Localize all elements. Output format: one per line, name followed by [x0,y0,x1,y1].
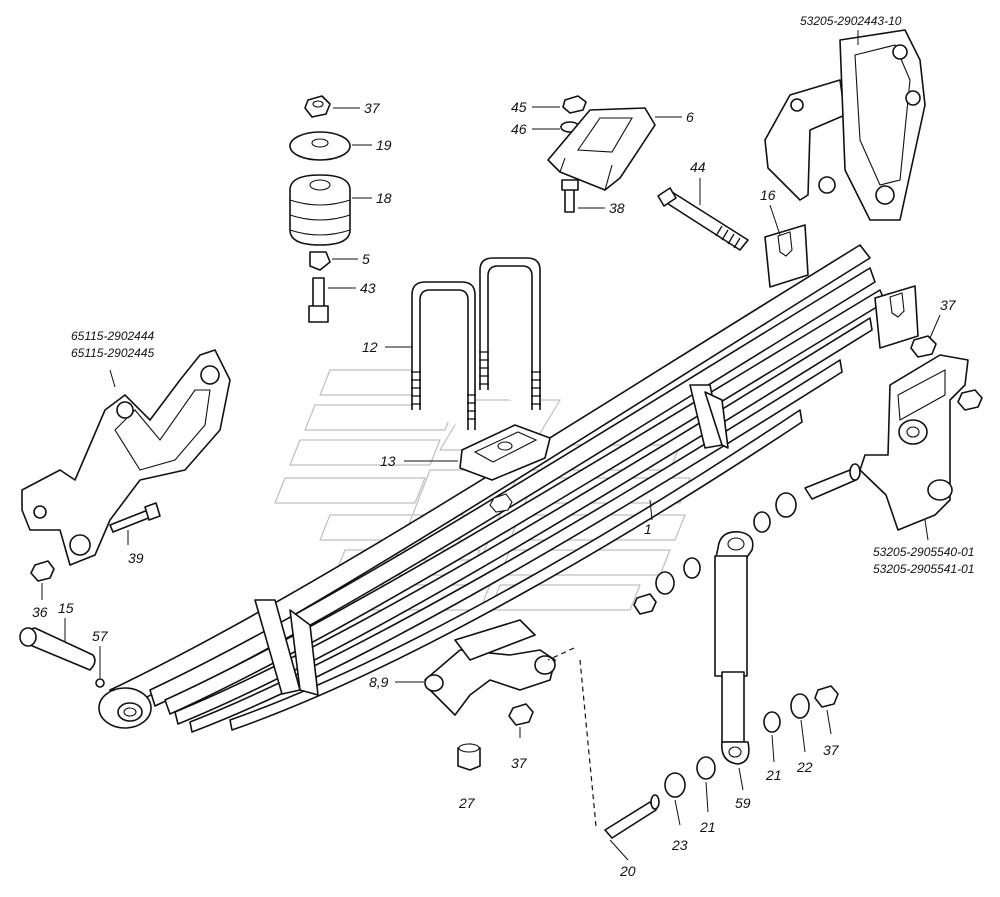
u-bolts [411,257,541,430]
callout-37: 37 [364,100,381,116]
shock-bracket [859,354,969,531]
callout-57: 57 [92,628,109,644]
nut-36 [30,560,55,582]
callout-46: 46 [511,121,527,137]
nut-37-lower [508,703,534,726]
spring-pin [19,627,105,688]
lower-pin-stack [604,685,839,839]
code-shock-bracket-1: 53205-2905540-01 [873,545,974,559]
callout-38: 38 [609,200,625,216]
shackle [424,619,556,716]
front-bracket [21,349,231,566]
callout-23: 23 [671,837,688,853]
callout-39: 39 [128,550,144,566]
callout-45: 45 [511,99,527,115]
slider-plates [764,224,919,349]
callout-5: 5 [362,251,370,267]
callout-21-a: 21 [699,819,716,835]
callout-12: 12 [362,339,378,355]
nut-27 [457,743,481,771]
callout-59: 59 [735,795,751,811]
upper-pin-stack [633,463,861,615]
callout-8-9: 8,9 [369,674,389,690]
callout-labels: 37 19 18 5 43 45 46 6 38 44 16 37 12 13 … [32,99,957,879]
rear-bracket [764,29,926,221]
code-shock-bracket-2: 53205-2905541-01 [873,562,974,576]
leader-lines [41,30,941,861]
spring-pad [459,424,551,481]
part-codes: 53205-2902443-10 65115-2902444 65115-290… [71,14,974,576]
assembly-line [547,647,597,827]
bolt-44 [657,187,749,251]
shock-absorber [714,531,754,765]
callout-21-b: 21 [765,767,782,783]
buffer-stack [289,95,351,323]
callout-1: 1 [644,521,652,537]
callout-43: 43 [360,280,376,296]
callout-44: 44 [690,159,706,175]
callout-27: 27 [458,795,476,811]
callout-19: 19 [376,137,392,153]
bolt-39 [109,502,161,533]
callout-15: 15 [58,600,74,616]
callout-22: 22 [796,759,813,775]
code-front-bracket-2: 65115-2902445 [71,346,155,360]
buffer-bracket [547,95,656,213]
nut-37-right [910,335,983,411]
callout-37-far-right: 37 [823,742,840,758]
callout-13: 13 [380,453,396,469]
callout-6: 6 [686,109,694,125]
callout-36: 36 [32,604,48,620]
callout-37-right: 37 [940,297,957,313]
callout-37-lower: 37 [511,755,528,771]
code-rear-bracket: 53205-2902443-10 [800,14,902,28]
callout-18: 18 [376,190,392,206]
callout-16: 16 [760,187,776,203]
code-front-bracket-1: 65115-2902444 [71,329,155,343]
callout-20: 20 [619,863,636,879]
